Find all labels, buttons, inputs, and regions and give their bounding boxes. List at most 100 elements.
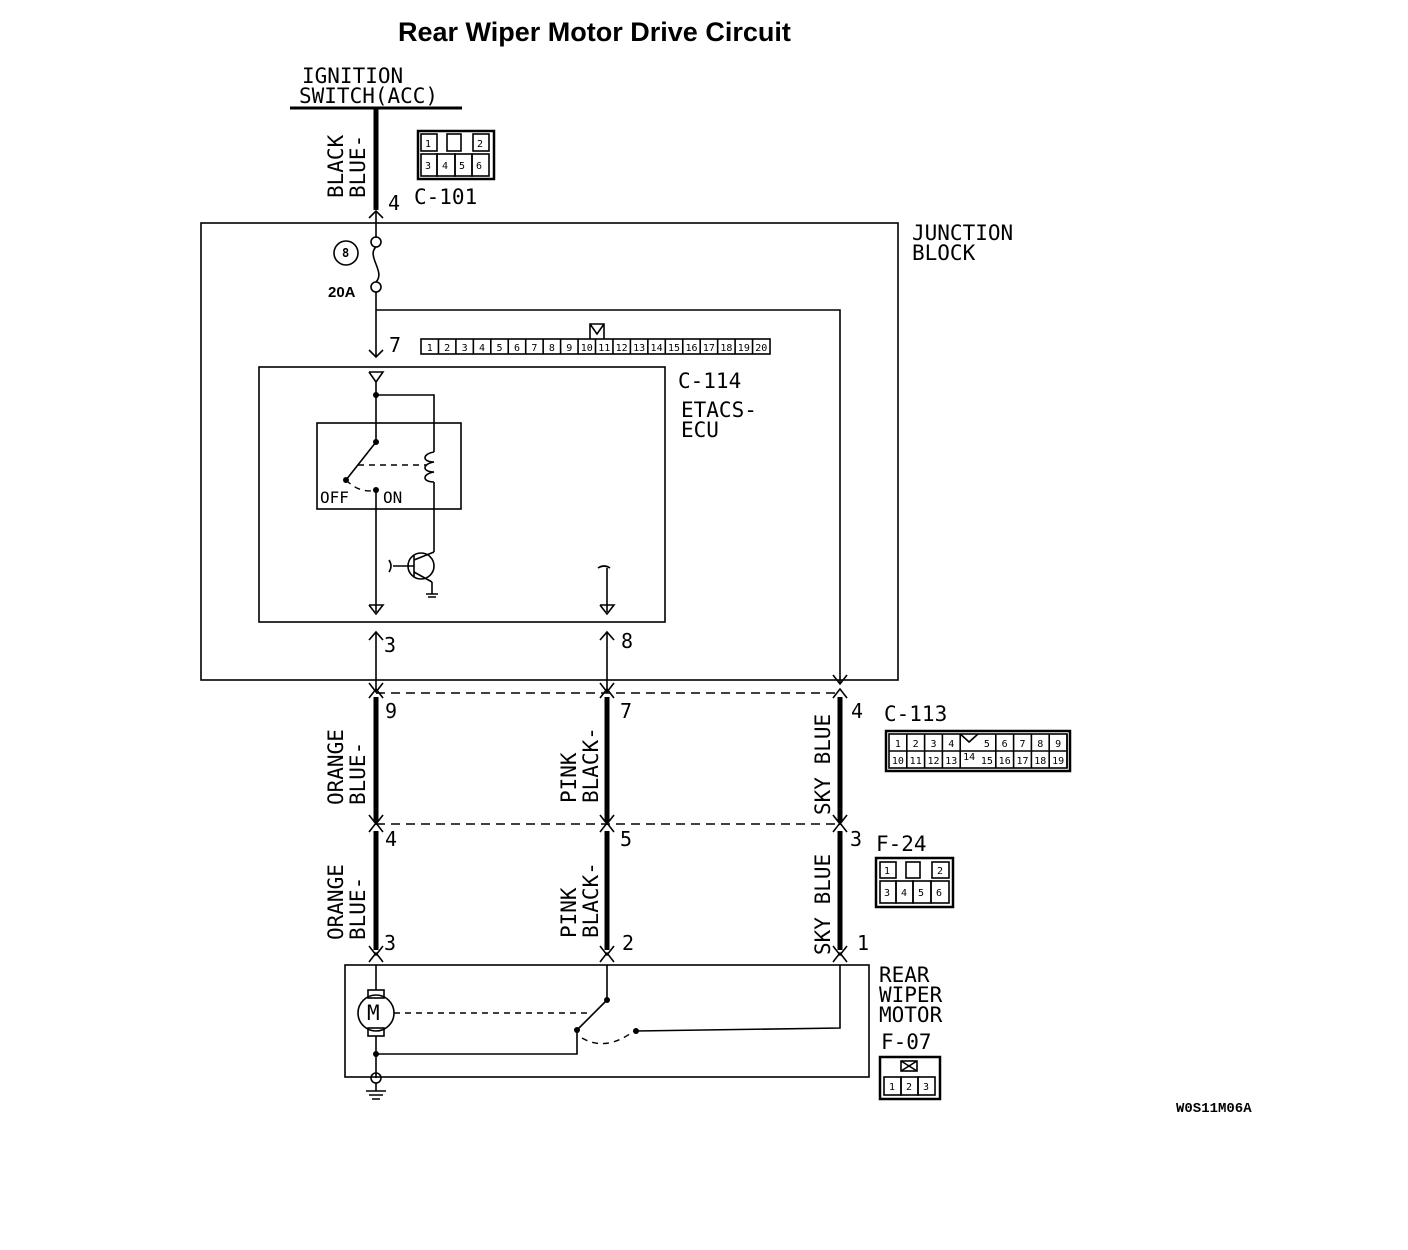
pin-label: 14 [963, 752, 975, 763]
motor-label-2: WIPER [879, 983, 943, 1007]
ecu-connector-label: C-114 [678, 369, 741, 393]
svg-text:5: 5 [459, 161, 465, 172]
motor-connector-label: F-07 [881, 1030, 932, 1054]
motor-label-1: REAR [879, 963, 930, 987]
fuse-rating: 20A [328, 284, 356, 301]
junction-block-label-1: JUNCTION [912, 221, 1013, 245]
pin-label: 12 [927, 756, 939, 767]
pin-label: 8 [1037, 739, 1043, 750]
svg-text:SKY BLUE: SKY BLUE [811, 854, 835, 955]
wire-internal-feed [376, 309, 841, 684]
svg-text:5: 5 [918, 888, 924, 899]
ignition-switch-label-2: SWITCH(ACC) [299, 84, 438, 108]
pin-label: 17 [1016, 756, 1028, 767]
svg-text:1: 1 [889, 1082, 895, 1093]
svg-text:BLUE-: BLUE- [346, 742, 370, 805]
pin-label: 16 [999, 756, 1011, 767]
pin-label: 1 [427, 343, 433, 354]
wire-label-blue-orange-lower: BLUE- ORANGE [324, 864, 370, 940]
pin-label: 6 [514, 343, 520, 354]
svg-text:1: 1 [425, 139, 431, 150]
svg-text:BLACK-: BLACK- [579, 862, 603, 938]
svg-text:ORANGE: ORANGE [324, 864, 348, 940]
relay-on-label: ON [383, 488, 402, 507]
svg-text:6: 6 [476, 161, 482, 172]
pin-label: 3 [462, 343, 468, 354]
wire-label-black-pink: BLACK- PINK [557, 727, 603, 803]
pin-label: 10 [581, 343, 593, 354]
pin-label: 7 [1019, 739, 1025, 750]
svg-text:BLACK: BLACK [324, 134, 348, 198]
svg-text:PINK: PINK [557, 887, 581, 938]
ecu-label-1: ETACS- [681, 398, 757, 422]
pin-number: 4 [851, 699, 863, 723]
pin-label: 13 [945, 756, 957, 767]
svg-text:4: 4 [442, 161, 448, 172]
ground-symbol [366, 1090, 386, 1100]
diagram-title: Rear Wiper Motor Drive Circuit [398, 17, 791, 47]
svg-text:3: 3 [884, 888, 890, 899]
pin-label: 5 [497, 343, 503, 354]
pin-label: 12 [616, 343, 628, 354]
svg-text:PINK: PINK [557, 752, 581, 803]
motor-label-3: MOTOR [879, 1003, 943, 1027]
pin-number: 2 [622, 931, 634, 955]
pin-label: 15 [668, 343, 680, 354]
pin-label: 7 [531, 343, 537, 354]
junction-block-label-2: BLOCK [912, 241, 976, 265]
svg-text:3: 3 [923, 1082, 929, 1093]
pin-label: 15 [981, 756, 993, 767]
pin-label: 2 [913, 739, 919, 750]
svg-text:SKY BLUE: SKY BLUE [811, 714, 835, 815]
pin-number: 8 [621, 629, 633, 653]
svg-text:2: 2 [937, 866, 943, 877]
pin-label: 4 [479, 343, 485, 354]
svg-text:1: 1 [884, 866, 890, 877]
svg-text:2: 2 [906, 1082, 912, 1093]
wire-label-blue-black: BLUE- BLACK [324, 134, 370, 198]
pin-label: 11 [910, 756, 922, 767]
pin-number: 7 [389, 333, 401, 357]
pin-number: 5 [620, 827, 632, 851]
pin-number: 4 [388, 191, 400, 215]
pin-number: 4 [385, 827, 397, 851]
reference-code: W0S11M06A [1176, 1101, 1252, 1117]
relay-coil [424, 451, 435, 483]
fuse-element [372, 246, 380, 283]
pin-label: 4 [948, 739, 954, 750]
pin-label: 9 [566, 343, 572, 354]
connector-f24: 1 2 3 4 5 6 [874, 856, 955, 909]
relay-switch-arm [345, 441, 377, 481]
pin-label: 13 [633, 343, 645, 354]
fuse-number-circle [333, 240, 359, 266]
pin-label: 20 [755, 343, 767, 354]
pin-number: 1 [857, 931, 869, 955]
pin-number: 7 [620, 699, 632, 723]
pin-label: 16 [685, 343, 697, 354]
pin-label: 5 [984, 739, 990, 750]
pin-label: 11 [598, 343, 610, 354]
svg-text:6: 6 [936, 888, 942, 899]
pin-label: 10 [892, 756, 904, 767]
connector-f24-label: F-24 [876, 832, 927, 856]
pin-label: 6 [1002, 739, 1008, 750]
pin-label: 14 [651, 343, 663, 354]
ignition-switch-label-1: IGNITION [302, 64, 403, 88]
pin-label: 2 [444, 343, 450, 354]
pin-label: 18 [1034, 756, 1046, 767]
relay-off-label: OFF [320, 488, 349, 507]
svg-text:BLACK-: BLACK- [579, 727, 603, 803]
pin-number: 9 [385, 699, 397, 723]
svg-text:BLUE-: BLUE- [346, 135, 370, 198]
pin-label: 19 [1052, 756, 1064, 767]
pin-label: 9 [1055, 739, 1061, 750]
svg-text:3: 3 [425, 161, 431, 172]
connector-c101: 1 2 3 4 5 6 [416, 129, 496, 181]
pin-number: 3 [850, 827, 862, 851]
pin-label: 3 [930, 739, 936, 750]
etacs-ecu-box [258, 366, 666, 623]
wire-label-blue-orange: BLUE- ORANGE [324, 729, 370, 805]
